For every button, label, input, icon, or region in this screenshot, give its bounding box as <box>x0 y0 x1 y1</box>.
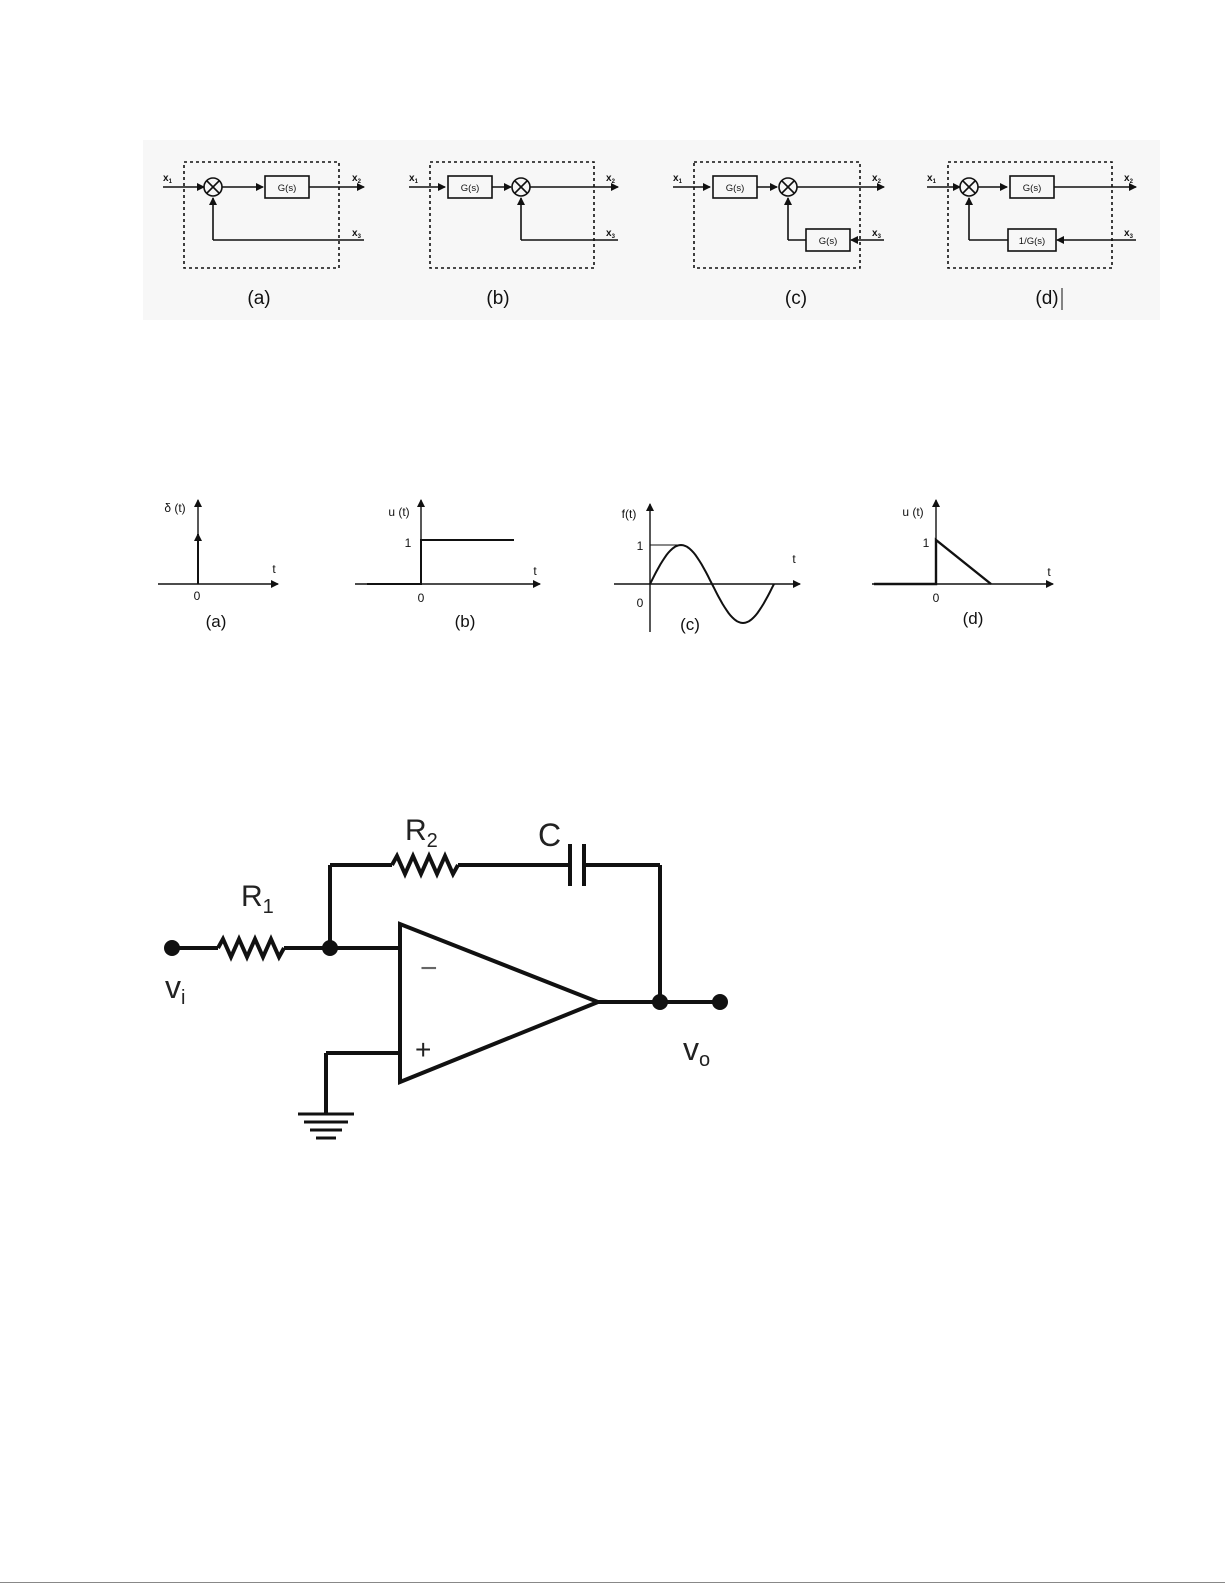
output-label-a: x2 <box>352 173 362 185</box>
output-node <box>652 994 668 1010</box>
r2-label: R2 <box>405 814 438 852</box>
input-label-c: x1 <box>673 173 683 185</box>
block-diagram-d <box>927 162 1136 268</box>
ground-icon <box>298 1114 354 1138</box>
capacitor-label: C <box>538 817 561 853</box>
input-label-d: x1 <box>927 173 937 185</box>
zero-label-d: 0 <box>933 591 940 605</box>
block-diagram-c <box>673 162 884 268</box>
block-diagram-a <box>163 162 364 268</box>
signal-plot-step <box>355 500 540 584</box>
y-label-d: u (t) <box>902 505 923 519</box>
signal-plots-svg: δ (t) u (t) f(t) u (t) t t t t 0 0 0 0 1… <box>140 496 1065 636</box>
y-label-b: u (t) <box>388 505 409 519</box>
g-label-a: G(s) <box>278 183 296 194</box>
y-label-c: f(t) <box>622 507 637 521</box>
block-diagram-b <box>409 162 618 268</box>
page-bottom-rule <box>0 1582 1225 1583</box>
vout-terminal <box>712 994 728 1010</box>
feedback-label-d: x3 <box>1124 228 1134 240</box>
zero-label-b: 0 <box>418 591 425 605</box>
y-label-a: δ (t) <box>164 501 185 515</box>
block-caption-a: (a) <box>247 288 270 309</box>
opamp-circuit-svg: R1 R2 C vi vo − + <box>143 808 743 1160</box>
inverting-sign: − <box>420 952 438 985</box>
vin-terminal <box>164 940 180 956</box>
input-label-a: x1 <box>163 173 173 185</box>
block-diagram-panel: G(s) G(s) G(s) G(s) G(s) 1/G(s) x1 x1 x1… <box>143 140 1160 320</box>
ramp-line <box>874 540 991 584</box>
g-label-c2: G(s) <box>819 236 837 247</box>
input-node <box>322 940 338 956</box>
signal-caption-d: (d) <box>963 609 984 628</box>
feedback-label-b: x3 <box>606 228 616 240</box>
r1-label: R1 <box>241 880 274 918</box>
signal-caption-c: (c) <box>680 615 700 634</box>
one-label-d: 1 <box>923 536 930 550</box>
resistor-r2 <box>392 856 458 874</box>
output-label-c: x2 <box>872 173 882 185</box>
vout-label: vo <box>683 1031 710 1071</box>
t-label-d: t <box>1047 565 1051 579</box>
noninverting-sign: + <box>415 1034 431 1065</box>
block-caption-c: (c) <box>785 288 807 309</box>
zero-label-a: 0 <box>194 589 201 603</box>
inverse-g-label-d: 1/G(s) <box>1019 236 1045 247</box>
feedback-label-c: x3 <box>872 228 882 240</box>
signal-plot-ramp <box>872 500 1053 584</box>
g-label-d: G(s) <box>1023 183 1041 194</box>
signal-plot-sine <box>614 504 800 632</box>
block-diagram-svg: G(s) G(s) G(s) G(s) G(s) 1/G(s) x1 x1 x1… <box>143 140 1160 320</box>
zero-label-c: 0 <box>637 596 644 610</box>
vin-label: vi <box>165 969 185 1009</box>
step-line <box>367 540 514 584</box>
output-label-b: x2 <box>606 173 616 185</box>
signal-caption-b: (b) <box>455 612 476 631</box>
block-caption-d: (d) <box>1035 288 1058 309</box>
signal-caption-a: (a) <box>206 612 227 631</box>
t-label-c: t <box>792 552 796 566</box>
t-label-a: t <box>272 562 276 576</box>
input-label-b: x1 <box>409 173 419 185</box>
g-label-b: G(s) <box>461 183 479 194</box>
one-label-c: 1 <box>637 539 644 553</box>
opamp-circuit-panel: R1 R2 C vi vo − + <box>143 808 743 1160</box>
t-label-b: t <box>533 564 537 578</box>
g-label-c1: G(s) <box>726 183 744 194</box>
feedback-label-a: x3 <box>352 228 362 240</box>
output-label-d: x2 <box>1124 173 1134 185</box>
resistor-r1 <box>218 939 284 957</box>
one-label-b: 1 <box>405 536 412 550</box>
block-caption-b: (b) <box>486 288 509 309</box>
signal-plots-panel: δ (t) u (t) f(t) u (t) t t t t 0 0 0 0 1… <box>140 496 1065 636</box>
